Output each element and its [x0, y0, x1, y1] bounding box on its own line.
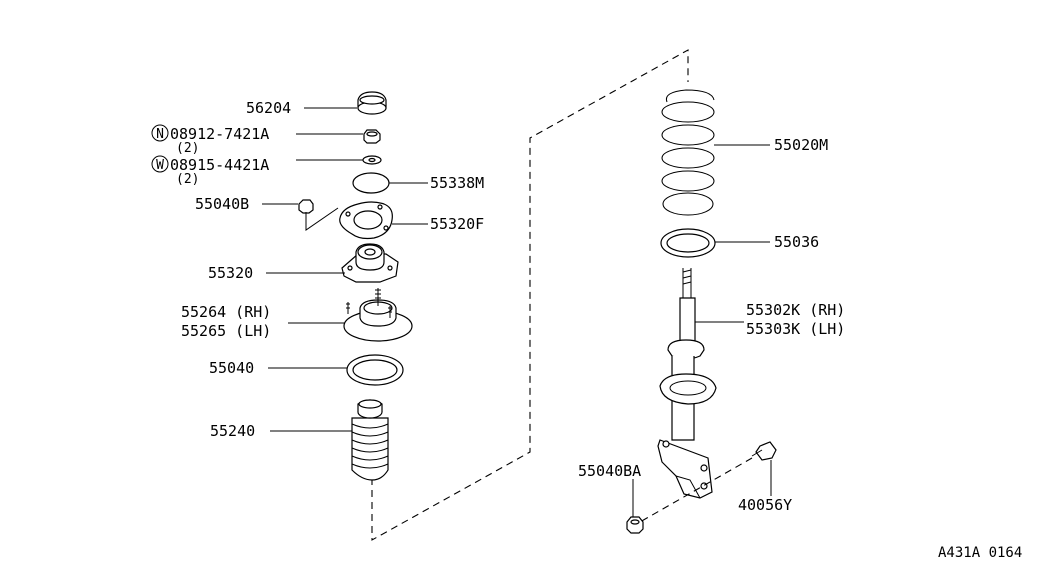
part-55036-seat — [660, 228, 716, 258]
part-55264-insulator — [343, 288, 413, 342]
label-55320F: 55320F — [430, 215, 484, 233]
label-56204: 56204 — [246, 99, 291, 117]
label-55020M: 55020M — [774, 136, 828, 154]
label-55240: 55240 — [210, 422, 255, 440]
part-55302K-strut — [657, 268, 717, 499]
part-08915-washer — [362, 155, 382, 165]
badge-n-letter: N — [156, 127, 164, 142]
label-55264: 55264 (RH) — [181, 303, 271, 321]
label-08912: 08912-7421A — [170, 125, 269, 143]
label-55265: 55265 (LH) — [181, 322, 271, 340]
label-55040B: 55040B — [195, 195, 249, 213]
label-55040: 55040 — [209, 359, 254, 377]
label-08912-qty: (2) — [176, 141, 199, 156]
assembly-outline — [371, 49, 689, 541]
label-55302K: 55302K (RH) — [746, 301, 845, 319]
badge-w: W — [151, 155, 169, 173]
label-55320: 55320 — [208, 264, 253, 282]
part-40056Y-bolt — [639, 441, 777, 523]
label-55040BA: 55040BA — [578, 462, 641, 480]
label-55338M: 55338M — [430, 174, 484, 192]
part-55240-boot — [351, 399, 389, 481]
part-55020M-spring — [661, 89, 715, 216]
part-08912-nut — [363, 129, 381, 144]
part-55040-ring — [346, 354, 404, 386]
part-55320F-plate — [339, 201, 393, 240]
label-40056Y: 40056Y — [738, 496, 792, 514]
part-55338M-disc — [352, 172, 390, 194]
leader-55040B — [262, 203, 339, 231]
part-56204-cap — [357, 91, 387, 115]
label-08915: 08915-4421A — [170, 156, 269, 174]
badge-n: N — [151, 124, 169, 142]
label-55036: 55036 — [774, 233, 819, 251]
part-55040B-nut — [298, 199, 314, 214]
part-55320-mount — [341, 243, 399, 283]
label-08915-qty: (2) — [176, 172, 199, 187]
diagram-code: A431A 0164 — [938, 545, 1022, 561]
label-55303K: 55303K (LH) — [746, 320, 845, 338]
part-55040BA-nut — [626, 516, 644, 534]
badge-w-letter: W — [156, 158, 164, 173]
